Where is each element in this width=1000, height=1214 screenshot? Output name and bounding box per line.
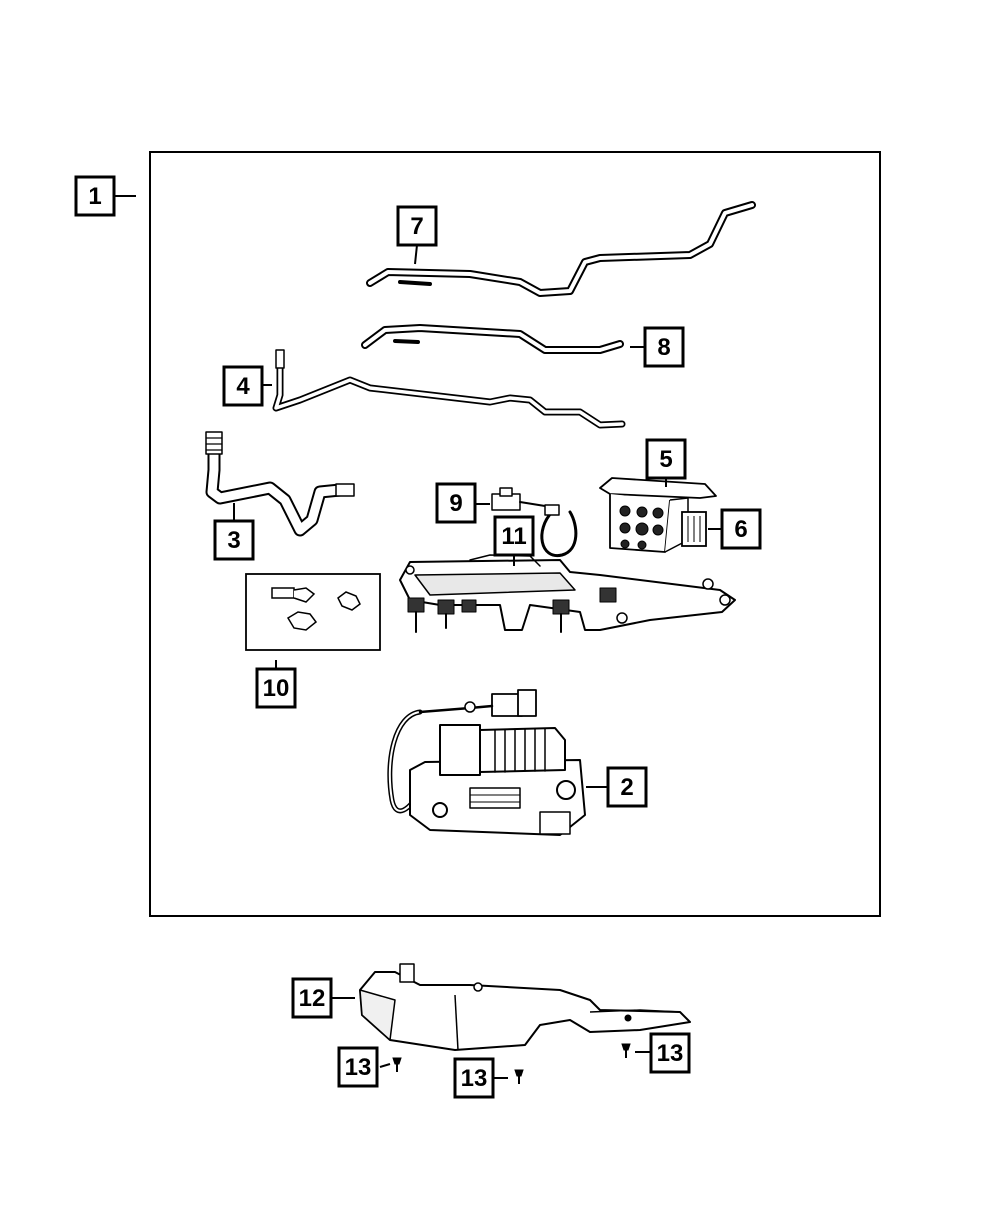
callout-6: 6 (720, 508, 762, 550)
callout-label: 4 (236, 373, 250, 400)
callout-label: 12 (299, 985, 326, 1012)
callout-7: 7 (396, 205, 438, 247)
callout-10: 10 (255, 667, 297, 709)
part-13-screw[interactable] (392, 1057, 402, 1072)
callout-3: 3 (213, 519, 255, 561)
part-3-intake-hose[interactable] (205, 431, 355, 537)
part-11-bracket[interactable] (399, 554, 736, 633)
callout-label: 10 (263, 675, 290, 702)
part-8-air-line[interactable] (361, 324, 624, 354)
callout-label: 9 (449, 490, 462, 517)
part-2-compressor[interactable] (387, 689, 586, 836)
callout-label: 1 (88, 183, 101, 210)
callout-1: 1 (74, 175, 116, 217)
callout-label: 7 (410, 213, 423, 240)
callout-4: 4 (222, 365, 264, 407)
callout-13: 13 (649, 1032, 691, 1074)
callout-13: 13 (453, 1057, 495, 1099)
callout-label: 8 (657, 334, 670, 361)
assembly-frame (149, 151, 881, 917)
callout-8: 8 (643, 326, 685, 368)
part-7-air-line[interactable] (366, 201, 756, 297)
part-12-shield[interactable] (359, 963, 691, 1051)
part-9-sensor[interactable] (491, 487, 578, 557)
leader-lines (114, 195, 722, 1079)
callout-2: 2 (606, 766, 648, 808)
callout-13: 13 (337, 1046, 379, 1088)
callout-11: 11 (493, 515, 535, 557)
part-6-connector[interactable] (681, 511, 707, 547)
callout-label: 11 (501, 523, 526, 550)
callout-9: 9 (435, 482, 477, 524)
callout-label: 5 (659, 446, 672, 473)
part-10-clip-kit[interactable] (245, 573, 381, 651)
callout-label: 3 (227, 527, 240, 554)
callout-label: 13 (657, 1040, 684, 1067)
callout-label: 13 (345, 1054, 372, 1081)
part-4-air-line[interactable] (272, 349, 626, 429)
part-13-screw[interactable] (621, 1043, 631, 1058)
callout-label: 13 (461, 1065, 488, 1092)
callout-label: 6 (734, 516, 747, 543)
part-13-screw[interactable] (514, 1069, 524, 1084)
callout-5: 5 (645, 438, 687, 480)
callout-label: 2 (620, 774, 633, 801)
callout-12: 12 (291, 977, 333, 1019)
